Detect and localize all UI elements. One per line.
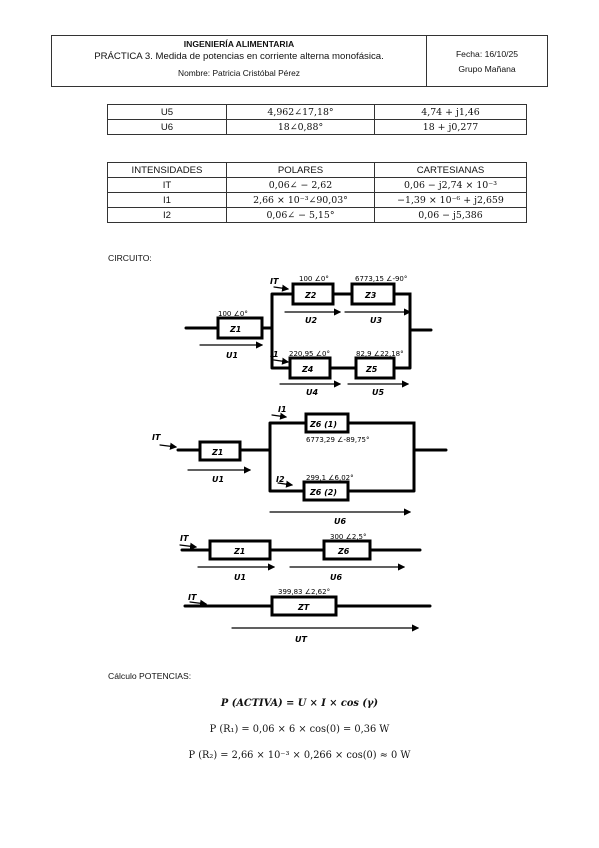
formula-r2: P (R₂) = 2,66 × 10⁻³ × 0,266 × cos(0) ≈ …: [188, 750, 411, 761]
formula-active-power: P (ACTIVA) = U × I × cos (γ): [220, 698, 379, 709]
potencias-label: Cálculo POTENCIAS:: [108, 671, 192, 681]
impedance-z6-2: [302, 480, 350, 502]
impedance-z2: [291, 282, 335, 306]
z6-2-label: Z6 (2): [309, 488, 337, 497]
cartesian-value: 18 + j0,277: [374, 119, 527, 135]
student-name: Nombre: Patricia Cristóbal Pérez: [178, 68, 300, 78]
z1-value: 100 ∠0°: [218, 310, 248, 318]
impedance-z1: [208, 539, 272, 561]
impedance-z1: [198, 440, 242, 462]
z1-label: Z1: [233, 547, 245, 556]
circuit-diagram-2: 6773,29 ∠-89,75° 299,1 ∠6,02° Z1 Z6 (1) …: [152, 405, 448, 526]
z6-label: Z6: [337, 547, 350, 556]
polar-value: 18∠0,88°: [226, 119, 375, 135]
header-main: INGENIERÍA ALIMENTARIA PRÁCTICA 3. Medid…: [52, 36, 427, 86]
z6-1-label: Z6 (1): [309, 420, 337, 429]
z4-value: 220,95 ∠0°: [289, 350, 330, 358]
i2-label: I2: [276, 475, 285, 484]
formula-r1: P (R₁) = 0,06 × 6 × cos(0) = 0,36 W: [209, 724, 390, 735]
circuit-diagrams: 100 ∠0° 100 ∠0° 6773,15 ∠-90° 220,95 ∠0°…: [152, 275, 448, 644]
group-label: Grupo Mañana: [458, 64, 516, 74]
table-header-row: INTENSIDADES POLARES CARTESIANAS: [107, 162, 527, 178]
table-row: U5 4,962∠17,18° 4,74 + j1,46: [107, 104, 527, 120]
impedance-z3: [350, 282, 396, 306]
circuit-diagram-3: 300 ∠2,5° Z1 Z6 U1 U6 IT: [179, 533, 422, 582]
it-label: IT: [270, 277, 279, 286]
ut-label: UT: [295, 635, 307, 644]
voltages-table: U5 4,962∠17,18° 4,74 + j1,46 U6 18∠0,88°…: [107, 104, 527, 135]
circuit-diagram-4: 399,83 ∠2,62° ZT UT IT: [183, 588, 432, 644]
z6-2-value: 299,1 ∠6,02°: [306, 474, 354, 482]
z2-value: 100 ∠0°: [299, 275, 329, 283]
z3-value: 6773,15 ∠-90°: [355, 275, 407, 283]
impedance-zt: [270, 595, 338, 617]
z2-label: Z2: [304, 291, 317, 300]
impedance-z5: [354, 356, 396, 380]
intensities-table: INTENSIDADES POLARES CARTESIANAS IT 0,06…: [107, 162, 527, 223]
circuit-label: CIRCUITO:: [108, 253, 152, 263]
course-title: INGENIERÍA ALIMENTARIA: [183, 39, 295, 49]
impedance-z6-1: [304, 412, 350, 434]
it-label: IT: [180, 534, 189, 543]
date-label: Fecha: 16/10/25: [455, 49, 519, 59]
z5-label: Z5: [365, 365, 378, 374]
cartesian-value: 0,06 − j5,386: [374, 207, 527, 223]
u5-label: U5: [372, 388, 384, 397]
z5-value: 82,9 ∠22,18°: [356, 350, 404, 358]
impedance-z1: [216, 316, 264, 340]
zt-value: 399,83 ∠2,62°: [278, 588, 330, 596]
it-label: IT: [152, 433, 161, 442]
table-row: U6 18∠0,88° 18 + j0,277: [107, 119, 527, 135]
zt-label: ZT: [297, 603, 310, 612]
z6-1-value: 6773,29 ∠-89,75°: [306, 436, 370, 444]
table-row: I2 0,06∠ − 5,15° 0,06 − j5,386: [107, 207, 527, 223]
u1-label: U1: [212, 475, 224, 484]
document-header: INGENIERÍA ALIMENTARIA PRÁCTICA 3. Medid…: [51, 35, 548, 87]
u3-label: U3: [370, 316, 382, 325]
z3-label: Z3: [364, 291, 377, 300]
u6-label: U6: [330, 573, 342, 582]
u1-label: U1: [226, 351, 238, 360]
header-meta: Fecha: 16/10/25 Grupo Mañana: [427, 36, 547, 86]
u1-label: U1: [234, 573, 246, 582]
i1-label: I1: [270, 350, 279, 359]
practice-title: PRÁCTICA 3. Medida de potencias en corri…: [94, 51, 384, 62]
impedance-z4: [288, 356, 332, 380]
i1-label: I1: [278, 405, 287, 414]
z6-value: 300 ∠2,5°: [330, 533, 367, 541]
z1-label: Z1: [211, 448, 223, 457]
impedance-z6: [322, 539, 372, 561]
circuit-diagram-1: 100 ∠0° 100 ∠0° 6773,15 ∠-90° 220,95 ∠0°…: [184, 275, 433, 397]
z1-label: Z1: [229, 325, 241, 334]
u2-label: U2: [305, 316, 317, 325]
it-label: IT: [188, 593, 197, 602]
u6-label: U6: [334, 517, 346, 526]
u4-label: U4: [306, 388, 318, 397]
z4-label: Z4: [301, 365, 314, 374]
